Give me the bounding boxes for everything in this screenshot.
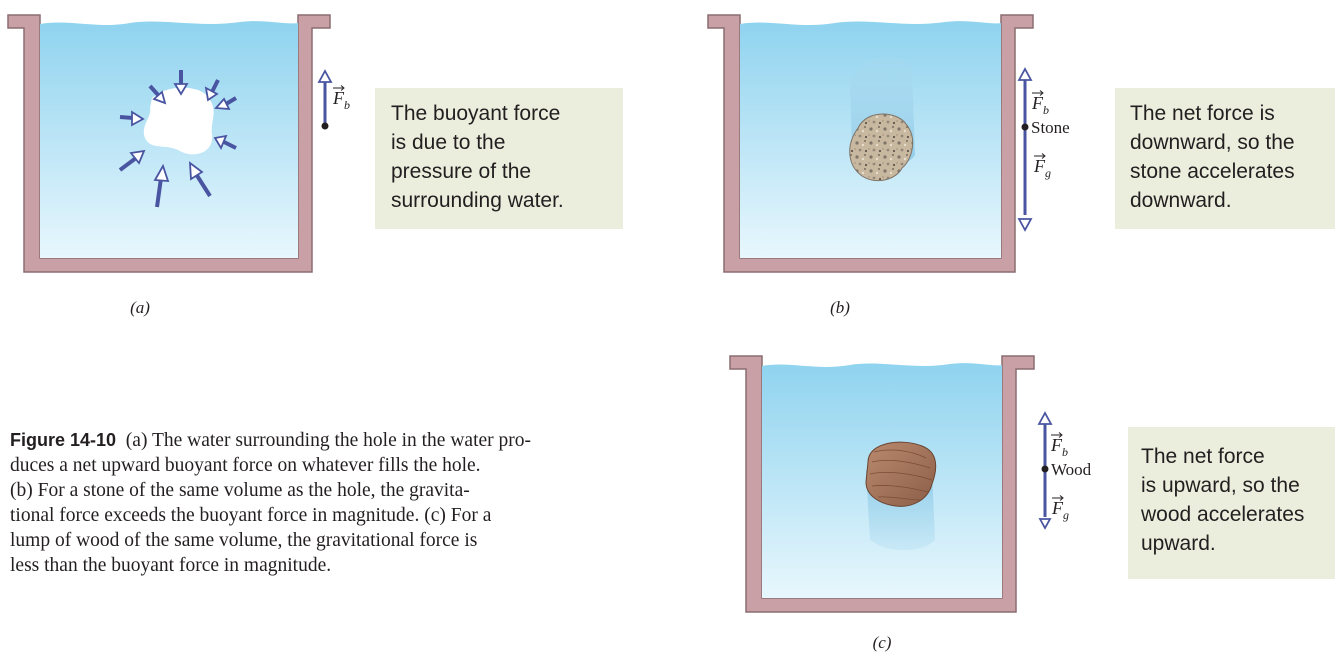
figure-caption: Figure 14-10 (a) The water surrounding t… xyxy=(10,428,635,578)
note-panel-a: The buoyant force is due to the pressure… xyxy=(375,88,623,229)
note-line: wood accelerates xyxy=(1141,500,1335,529)
note-line: downward. xyxy=(1130,186,1335,215)
object-label-wood: Wood xyxy=(1051,460,1092,479)
panel-label-c: (c) xyxy=(873,633,892,652)
force-diagram-c: Fb Wood Fg xyxy=(1039,413,1092,528)
svg-text:Fb: Fb xyxy=(1031,93,1049,117)
wood-lump xyxy=(866,442,936,506)
panel-b: Fb Stone Fg (b) xyxy=(708,15,1070,317)
panel-c: Fb Wood Fg (c) xyxy=(730,356,1092,652)
figure-number: Figure 14-10 xyxy=(10,430,116,450)
panel-label-b: (b) xyxy=(830,298,850,317)
gravity-force-subscript: g xyxy=(1063,508,1069,522)
note-line: is upward, so the xyxy=(1141,471,1335,500)
gravity-force-subscript: g xyxy=(1045,166,1051,180)
note-panel-c: The net force is upward, so the wood acc… xyxy=(1128,427,1335,579)
caption-line: less than the buoyant force in magnitude… xyxy=(10,553,635,578)
buoyant-force-vector-a: Fb xyxy=(319,71,350,130)
note-line: The buoyant force xyxy=(391,99,623,128)
buoyant-force-subscript: b xyxy=(1043,103,1049,117)
caption-line: Figure 14-10 (a) The water surrounding t… xyxy=(10,428,635,453)
note-line: upward. xyxy=(1141,529,1335,558)
note-panel-b: The net force is downward, so the stone … xyxy=(1115,88,1335,229)
note-line: is due to the xyxy=(391,128,623,157)
svg-text:Fg: Fg xyxy=(1051,498,1069,522)
object-label-stone: Stone xyxy=(1031,118,1070,137)
panel-a: Fb (a) xyxy=(8,15,350,317)
svg-text:Fg: Fg xyxy=(1033,156,1051,180)
caption-text: (a) The water surrounding the hole in th… xyxy=(126,430,531,451)
note-line: downward, so the xyxy=(1130,128,1335,157)
note-line: The net force xyxy=(1141,442,1335,471)
note-line: stone accelerates xyxy=(1130,157,1335,186)
caption-line: (b) For a stone of the same volume as th… xyxy=(10,478,635,503)
note-line: pressure of the xyxy=(391,157,623,186)
caption-line: lump of wood of the same volume, the gra… xyxy=(10,528,635,553)
panel-label-a: (a) xyxy=(130,298,150,317)
caption-line: tional force exceeds the buoyant force i… xyxy=(10,503,635,528)
svg-text:Fb: Fb xyxy=(1050,435,1068,459)
svg-text:Fb: Fb xyxy=(332,88,350,112)
force-diagram-b: Fb Stone Fg xyxy=(1019,69,1070,230)
caption-line: duces a net upward buoyant force on what… xyxy=(10,453,635,478)
buoyant-force-subscript: b xyxy=(1062,445,1068,459)
note-line: The net force is xyxy=(1130,99,1335,128)
force-subscript: b xyxy=(344,98,350,112)
note-line: surrounding water. xyxy=(391,186,623,215)
